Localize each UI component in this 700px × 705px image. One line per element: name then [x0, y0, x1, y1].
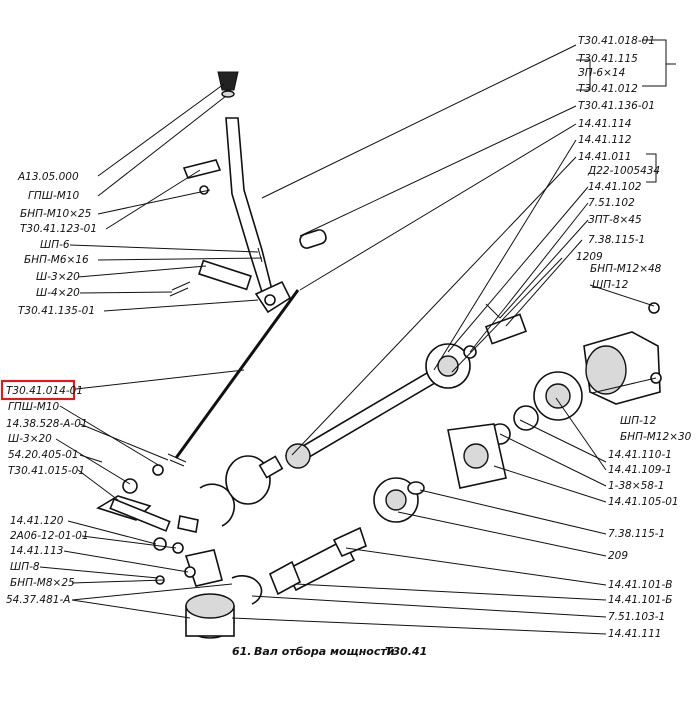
part-label: 209 [608, 550, 628, 562]
part-label: БНП-М12×30 [620, 431, 692, 443]
part-label: БНП-М8×25 [10, 577, 75, 589]
part-label: Т30.41.012 [578, 83, 638, 95]
part-label: 7.38.115-1 [608, 528, 665, 540]
part-label: Т30.41.135-01 [18, 305, 95, 317]
part-label: 14.41.110-1 [608, 449, 672, 461]
part-label: Т30.41.015-01 [8, 465, 85, 477]
left-labels: А13.05.000 ГПШ-М10 БНП-М10×25 Т30.41.123… [6, 171, 97, 606]
parts-illustration [96, 71, 662, 639]
part-label: 2А06-12-01-01 [10, 530, 89, 542]
part-label: 1209 [576, 251, 603, 263]
part-label: 14.41.114 [578, 118, 631, 130]
part-label: Т30.41.136-01 [578, 100, 655, 112]
part-label: 1-38×58-1 [608, 480, 664, 492]
part-label: 14.41.111 [608, 628, 661, 640]
part-label: ШП-12 [592, 279, 629, 291]
part-label: ШП-6 [40, 239, 70, 251]
part-label: 14.41.102 [588, 181, 642, 193]
part-label: Ш-3×20 [36, 271, 80, 283]
highlight-box [0, 379, 76, 401]
part-label: 7.38.115-1 [588, 234, 645, 246]
part-label: БНП-М10×25 [20, 208, 92, 220]
part-label: 14.38.528-А-01 [6, 418, 88, 430]
part-label: ГПШ-М10 [8, 401, 60, 413]
part-label: Ш-4×20 [36, 287, 80, 299]
part-label: Т30.41.018-01 [578, 35, 655, 47]
right-labels: Т30.41.018-01 Т30.41.115 ЗП-6×14 Т30.41.… [576, 35, 692, 640]
part-label: А13.05.000 [17, 171, 79, 183]
part-label: Т30.41.115 [578, 53, 638, 65]
part-label: 7.51.103-1 [608, 611, 665, 623]
part-label: 14.41.109-1 [608, 464, 672, 476]
part-label: Д22-1005434 [587, 165, 660, 177]
part-label: 14.41.101-В [608, 579, 672, 591]
part-label: 14.41.120 [10, 515, 64, 527]
part-label: 54.20.405-01 [8, 449, 79, 461]
part-label: ЗП-6×14 [578, 67, 625, 79]
part-label: БНП-М6×16 [24, 254, 89, 266]
part-label: 7.51.102 [588, 197, 635, 209]
part-label: 14.41.101-Б [608, 594, 672, 606]
leader-lines [39, 39, 676, 635]
part-label: 54.37.481-А [6, 594, 70, 606]
part-label: Ш-3×20 [8, 433, 52, 445]
part-label: Т30.41.123-01 [20, 223, 97, 235]
part-label: ШП-12 [620, 415, 657, 427]
part-label: 14.41.105-01 [608, 496, 679, 508]
part-label: ГПШ-М10 [28, 190, 80, 202]
caption-model: Т30.41 [385, 645, 427, 658]
caption-number: 61. [232, 645, 252, 658]
part-label: 14.41.011 [578, 151, 631, 163]
part-label: 14.41.113 [10, 545, 63, 557]
part-label: ШП-8 [10, 561, 40, 573]
part-label: БНП-М12×48 [590, 263, 662, 275]
figure-caption: 61. Вал отбора мощности Т30.41 [232, 645, 427, 658]
part-label: 14.41.112 [578, 134, 632, 146]
part-label: ЗПТ-8×45 [588, 214, 642, 226]
caption-title: Вал отбора мощности [254, 645, 395, 658]
part-label: Т30.41.014-01 [6, 385, 83, 397]
